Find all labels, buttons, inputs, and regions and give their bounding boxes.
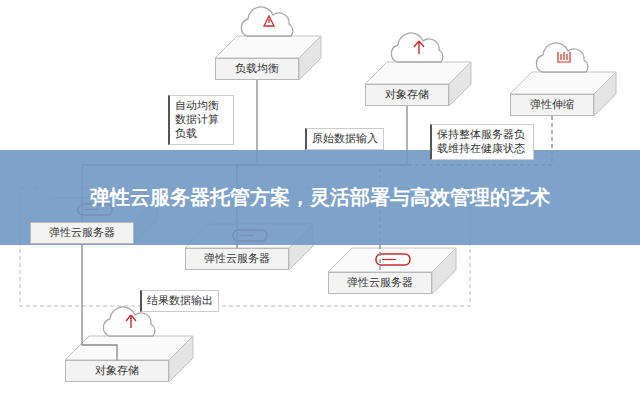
node-text: 弹性伸缩: [530, 98, 574, 112]
node-text: 弹性云服务器: [347, 276, 413, 290]
server-platform: [328, 248, 456, 294]
service-box: 弹性伸缩: [510, 94, 594, 116]
node-text: 对象存储: [95, 364, 139, 378]
object-storage-platform: [365, 33, 471, 106]
edge-label: 结果数据输出: [140, 290, 219, 312]
title: 弹性云服务器托管方案，灵活部署与高效管理的艺术: [90, 184, 550, 211]
node-text: 弹性云服务器: [204, 252, 270, 266]
server-box: 弹性云服务器: [30, 222, 134, 244]
edge-label: 自动均衡数据计算负载: [168, 95, 234, 145]
edge-label: 保持整体服务器负载维持在健康状态: [430, 124, 534, 160]
service-box: 负载均衡: [215, 58, 299, 80]
auto-scaling-platform: [510, 43, 616, 116]
server-box: 弹性云服务器: [328, 272, 432, 294]
load-balance-platform: [215, 7, 321, 80]
service-box: 对象存储: [365, 84, 449, 106]
connector: [82, 244, 117, 360]
server-box: 弹性云服务器: [185, 248, 289, 270]
service-box: 对象存储: [65, 360, 169, 382]
node-text: 弹性云服务器: [49, 226, 115, 240]
node-text: 对象存储: [385, 88, 429, 102]
node-text: 负载均衡: [235, 62, 279, 76]
edge-label: 原始数据输入: [305, 128, 384, 150]
